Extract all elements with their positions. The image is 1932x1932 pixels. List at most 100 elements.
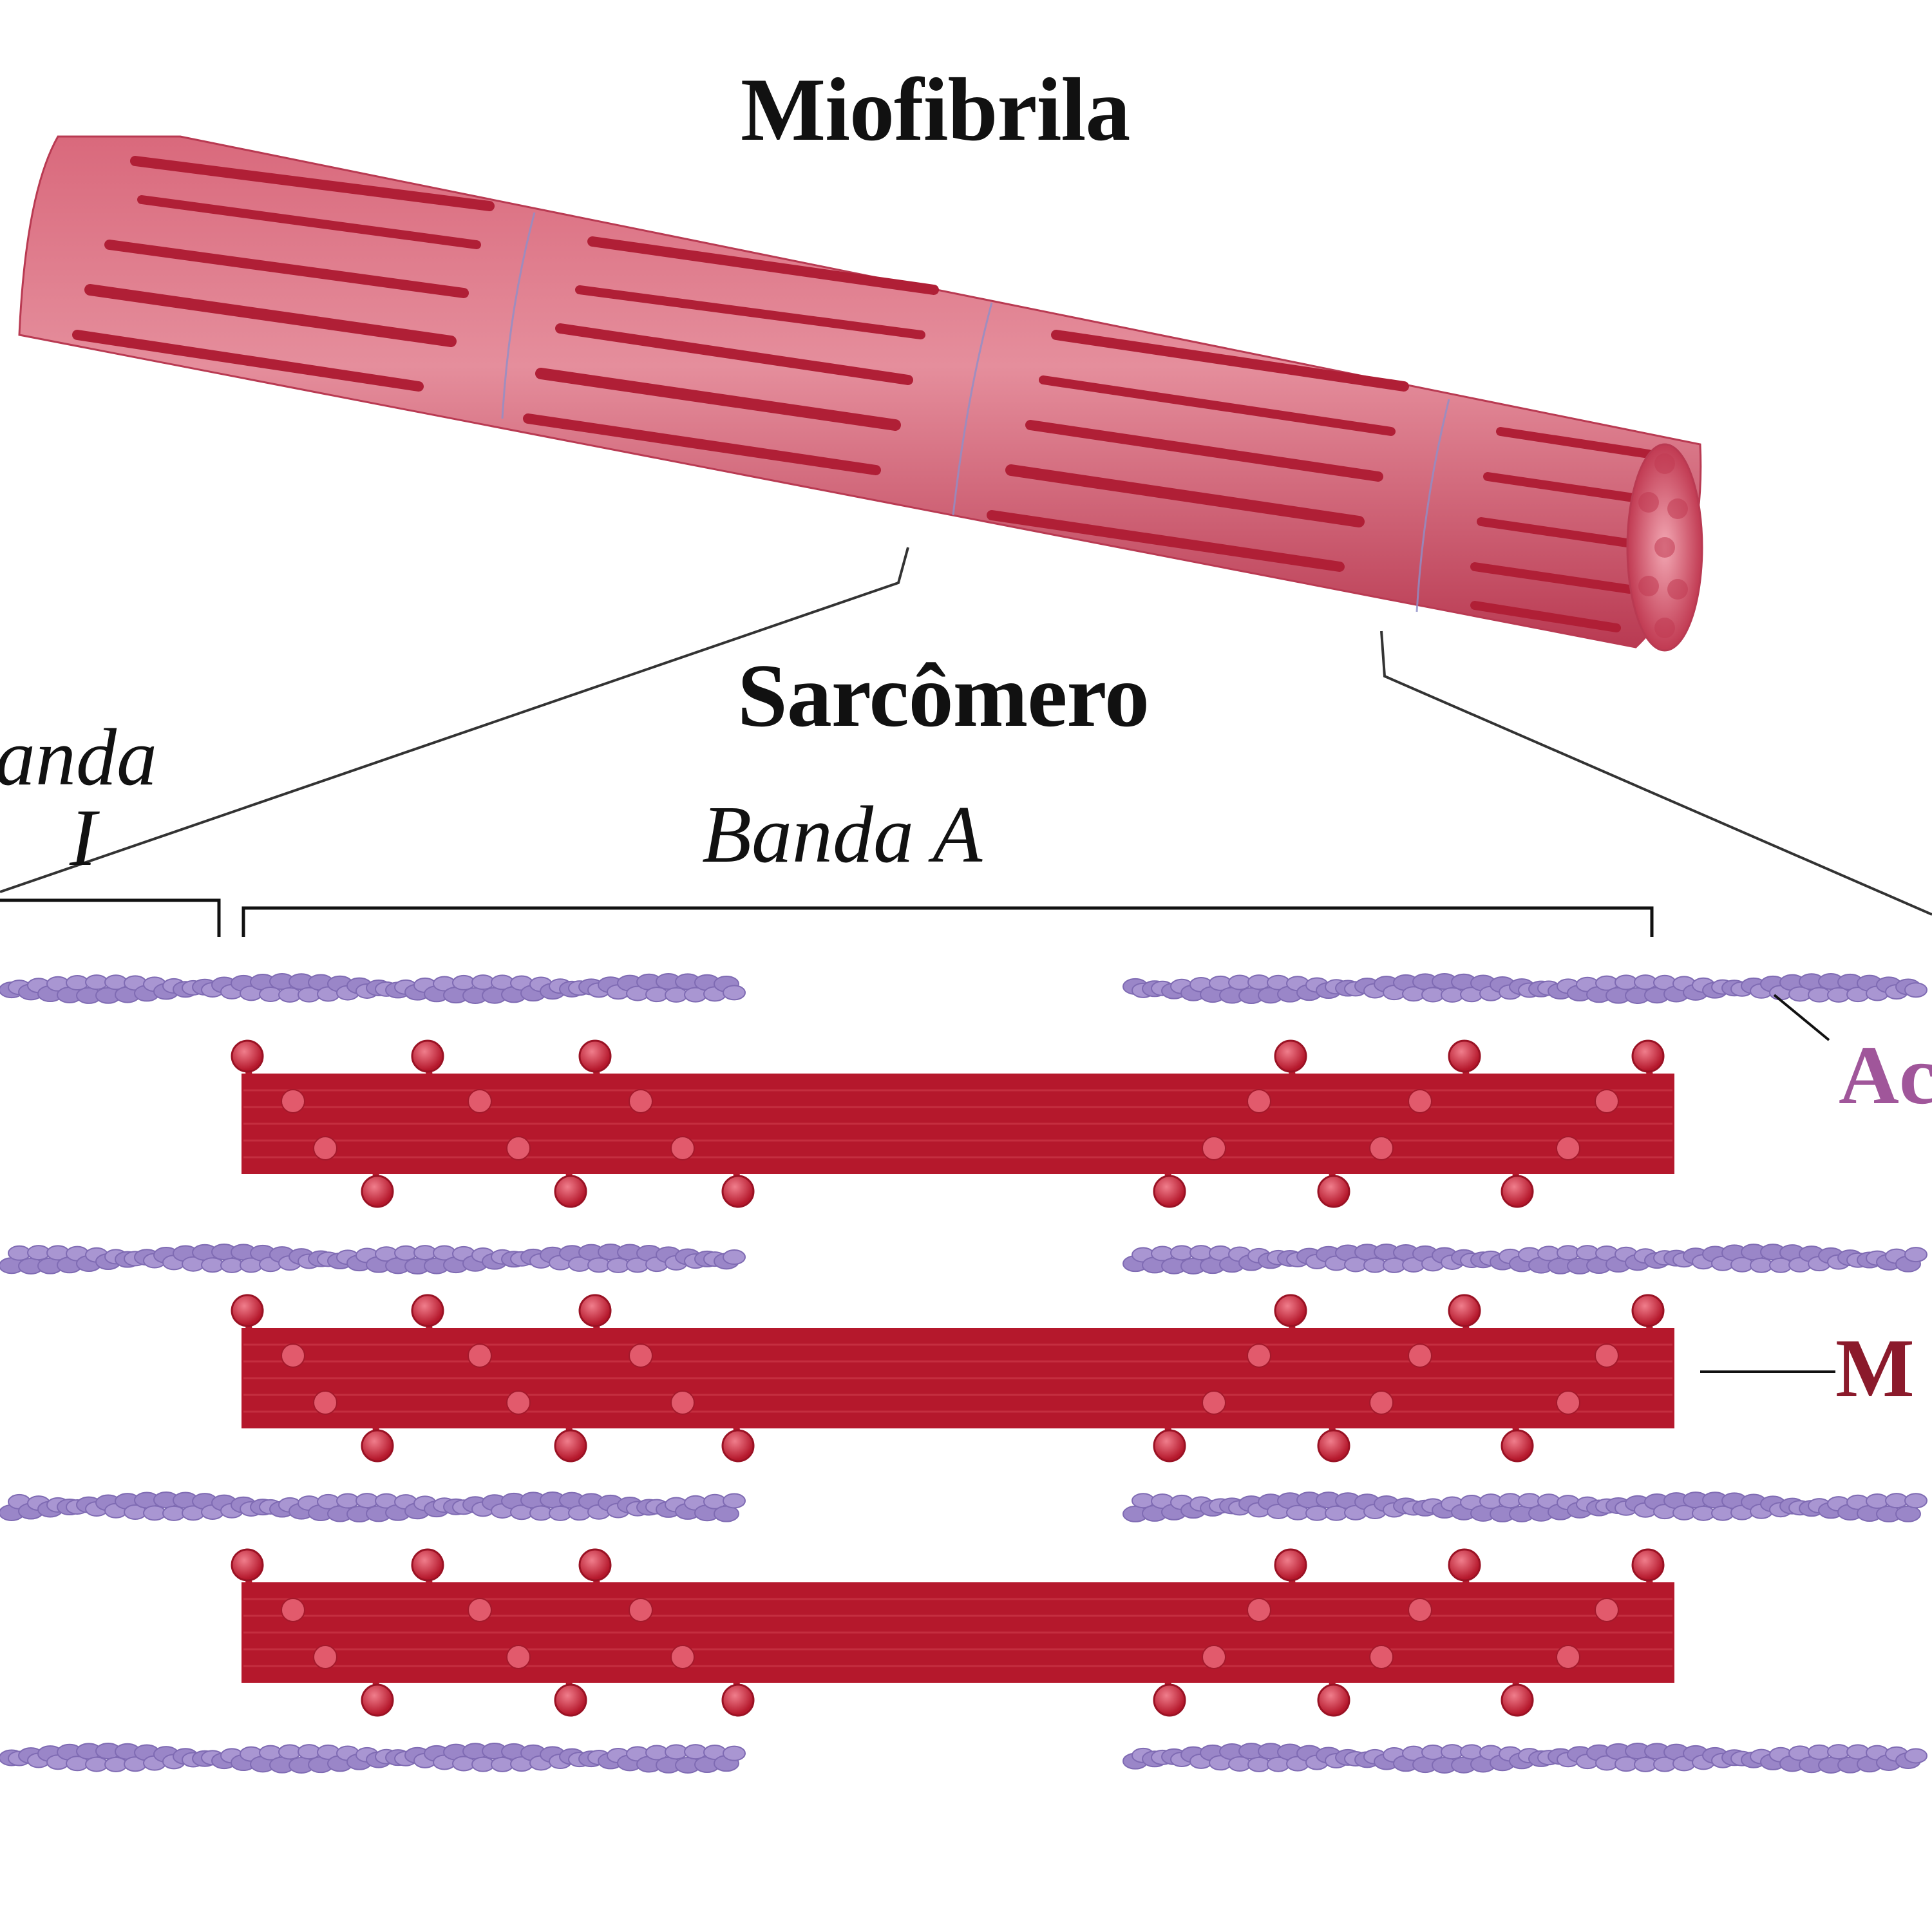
- myosin-head: [313, 1645, 337, 1669]
- myosin-head: [468, 1343, 492, 1368]
- myosin-head: [1408, 1343, 1432, 1368]
- myosin-head: [506, 1390, 531, 1415]
- band-i-bracket: [0, 898, 221, 937]
- zoom-line-left: [0, 547, 909, 893]
- myosin-head: [361, 1429, 394, 1463]
- myosin-head: [670, 1645, 695, 1669]
- actin-bead: [162, 1505, 185, 1521]
- myosin-head: [231, 1039, 264, 1073]
- zoom-line-right: [1380, 630, 1932, 916]
- actin-bead: [529, 1505, 553, 1521]
- myosin-head: [281, 1089, 305, 1113]
- myofibril-tube: [18, 135, 1703, 652]
- myosin-head: [1317, 1175, 1350, 1208]
- actin-pointer: [1773, 994, 1830, 1041]
- myosin-head: [1448, 1039, 1481, 1073]
- myosin-head: [670, 1136, 695, 1160]
- band-i-label-letter: I: [70, 793, 97, 883]
- myosin-head: [1247, 1598, 1271, 1622]
- actin-bead: [1170, 1245, 1193, 1261]
- myosin-head: [1501, 1683, 1534, 1717]
- myosin-head: [1247, 1343, 1271, 1368]
- myosin-filament: [231, 1294, 1674, 1463]
- myosin-filament: [231, 1039, 1674, 1208]
- myosin-head: [1501, 1175, 1534, 1208]
- myosin-head: [281, 1598, 305, 1622]
- actin-bead: [723, 985, 746, 1001]
- myosin-head: [313, 1136, 337, 1160]
- actin-bead: [1615, 974, 1638, 990]
- myofibril-z-lines: [501, 212, 1450, 612]
- myosin-head: [411, 1294, 444, 1327]
- actin-bead: [1557, 1245, 1580, 1261]
- myosin-head: [468, 1089, 492, 1113]
- myosin-head: [670, 1390, 695, 1415]
- actin-bead: [471, 974, 495, 990]
- myosin-head: [1202, 1390, 1226, 1415]
- actin-filaments: [0, 973, 1927, 1774]
- myosin-head: [1408, 1089, 1432, 1113]
- myosin-head: [554, 1429, 587, 1463]
- myosin-head: [506, 1645, 531, 1669]
- myosin-head: [411, 1039, 444, 1073]
- myosin-head: [1631, 1294, 1665, 1327]
- myofibril-title: Miofibrila: [741, 60, 1130, 160]
- myosin-head: [1369, 1390, 1394, 1415]
- band-a-label: Banda A: [702, 790, 983, 880]
- actin-bead: [1441, 1744, 1464, 1760]
- myosin-head: [411, 1548, 444, 1582]
- myosin-head: [1369, 1136, 1394, 1160]
- label-pointers: [1700, 994, 1835, 1373]
- myosin-filaments: [231, 1039, 1674, 1717]
- actin-bead: [723, 1249, 746, 1265]
- actin-bead: [471, 1756, 495, 1772]
- actin-bead: [1692, 1505, 1715, 1521]
- myosin-head: [721, 1683, 755, 1717]
- actin-bead: [1904, 1493, 1927, 1509]
- myosin-head: [1556, 1645, 1580, 1669]
- actin-bead: [607, 1257, 630, 1273]
- myosin-head: [313, 1390, 337, 1415]
- actin-bead: [665, 1744, 688, 1760]
- myofibril-stripes: [72, 156, 1653, 632]
- myosin-head: [361, 1683, 394, 1717]
- band-i-label-word: anda: [0, 713, 157, 802]
- myosin-head: [1408, 1598, 1432, 1622]
- myosin-head: [1202, 1645, 1226, 1669]
- myosin-head: [1501, 1429, 1534, 1463]
- actin-bead: [1904, 1748, 1927, 1764]
- actin-bead: [1421, 987, 1444, 1003]
- actin-bead: [278, 1744, 301, 1760]
- actin-bead: [1247, 1756, 1271, 1772]
- myosin-head: [1556, 1390, 1580, 1415]
- actin-bead: [104, 1756, 128, 1772]
- actin-bead: [394, 1245, 417, 1261]
- sarcomere-title: Sarcômero: [737, 646, 1150, 746]
- myosin-head: [1595, 1343, 1619, 1368]
- actin-bead: [1808, 987, 1831, 1003]
- myosin-head: [1202, 1136, 1226, 1160]
- actin-label: Ac: [1839, 1029, 1932, 1122]
- myosin-head: [231, 1294, 264, 1327]
- actin-bead: [1228, 974, 1251, 990]
- actin-bead: [1750, 1257, 1773, 1273]
- myosin-head: [361, 1175, 394, 1208]
- zoom-lines: [0, 547, 1932, 916]
- myosin-head: [468, 1598, 492, 1622]
- actin-bead: [1305, 1505, 1329, 1521]
- myosin-head: [554, 1683, 587, 1717]
- actin-filament: [0, 1743, 1927, 1774]
- myosin-head: [1153, 1175, 1186, 1208]
- myosin-head: [578, 1548, 612, 1582]
- actin-bead: [1827, 1744, 1850, 1760]
- myosin-head: [506, 1136, 531, 1160]
- myosin-head: [1317, 1683, 1350, 1717]
- band-brackets: [0, 898, 1654, 937]
- actin-bead: [220, 1257, 243, 1273]
- actin-bead: [1904, 1247, 1927, 1263]
- myofibril-end-fibers: [1638, 453, 1688, 638]
- myosin-head: [1274, 1548, 1307, 1582]
- myosin-head: [1595, 1598, 1619, 1622]
- myosin-head: [721, 1175, 755, 1208]
